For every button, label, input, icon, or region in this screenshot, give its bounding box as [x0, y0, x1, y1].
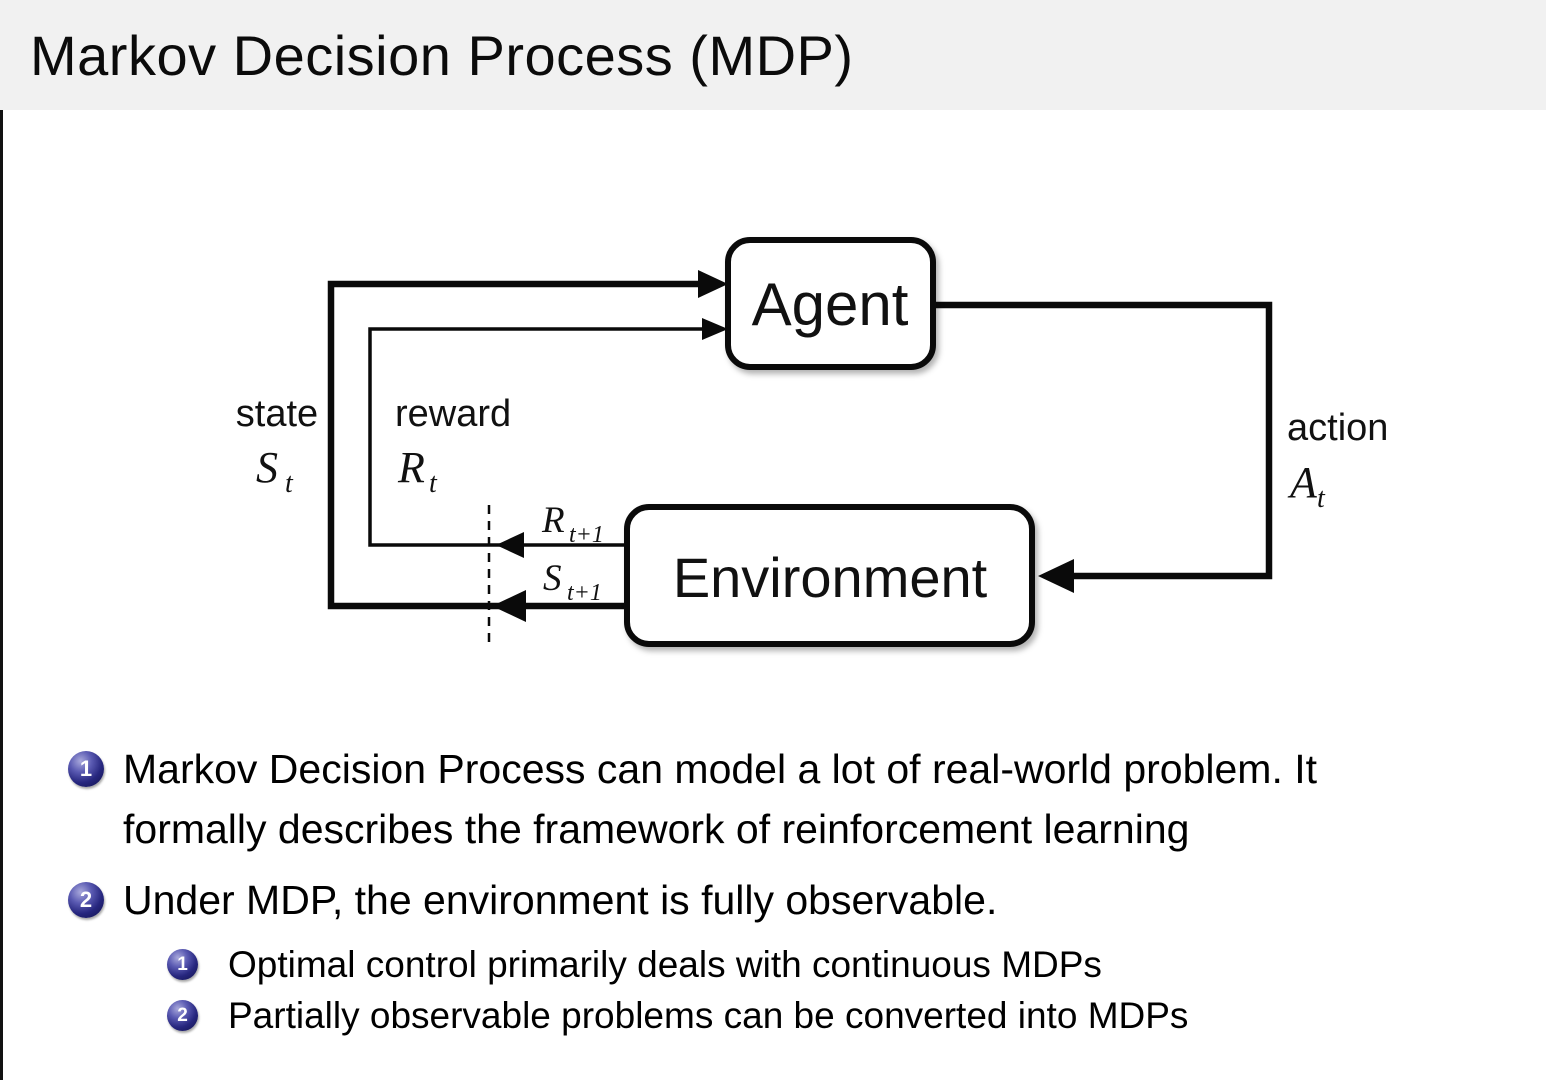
- reward-symbol-subscript: t: [429, 468, 438, 499]
- slide-title-bar: Markov Decision Process (MDP): [0, 0, 1546, 110]
- state-into-agent-arrowhead: [698, 270, 728, 298]
- state-next-symbol: S: [543, 558, 562, 599]
- list-subitem-2-text: Partially observable problems can be con…: [228, 995, 1189, 1036]
- reward-next-symbol: R: [541, 500, 565, 541]
- enumerate-ball-sub-1: 1: [167, 949, 198, 980]
- list-item-2-text: Under MDP, the environment is fully obse…: [123, 877, 998, 923]
- reward-next-subscript: t+1: [569, 522, 604, 548]
- reward-next-arrowhead: [496, 532, 524, 558]
- reward-word-label: reward: [395, 393, 511, 435]
- enumerate-ball-2: 2: [68, 882, 104, 918]
- reward-into-agent-arrowhead: [702, 318, 728, 340]
- state-symbol-subscript: t: [285, 468, 294, 499]
- action-into-environment-arrowhead: [1038, 559, 1074, 593]
- state-loop-line: [327, 280, 706, 610]
- environment-box-label: Environment: [673, 546, 988, 609]
- state-next-arrowhead: [492, 590, 526, 622]
- slide-left-border: [0, 0, 3, 1080]
- state-symbol: S: [256, 443, 278, 492]
- state-next-subscript: t+1: [567, 580, 602, 606]
- action-symbol-subscript: t: [1317, 483, 1326, 514]
- page-title: Markov Decision Process (MDP): [30, 23, 854, 87]
- list-item-1-line-2: formally describes the framework of rein…: [123, 806, 1190, 852]
- list-subitem-1-text: Optimal control primarily deals with con…: [228, 944, 1102, 985]
- list-item-1-text: Markov Decision Process can model a lot …: [123, 739, 1317, 859]
- action-symbol: A: [1287, 458, 1318, 507]
- action-loop-line: [933, 301, 1273, 580]
- agent-box-label: Agent: [752, 271, 909, 338]
- mdp-agent-environment-diagram: Agent Environment state S t reward R t R…: [236, 237, 1388, 648]
- reward-symbol: R: [397, 443, 425, 492]
- state-word-label: state: [236, 393, 318, 435]
- environment-box: [624, 504, 1035, 647]
- enumerate-ball-sub-2: 2: [167, 1000, 198, 1031]
- action-word-label: action: [1287, 407, 1388, 449]
- agent-box: [725, 237, 936, 370]
- list-item-1-line-1: Markov Decision Process can model a lot …: [123, 746, 1318, 792]
- enumerate-ball-1: 1: [68, 751, 104, 787]
